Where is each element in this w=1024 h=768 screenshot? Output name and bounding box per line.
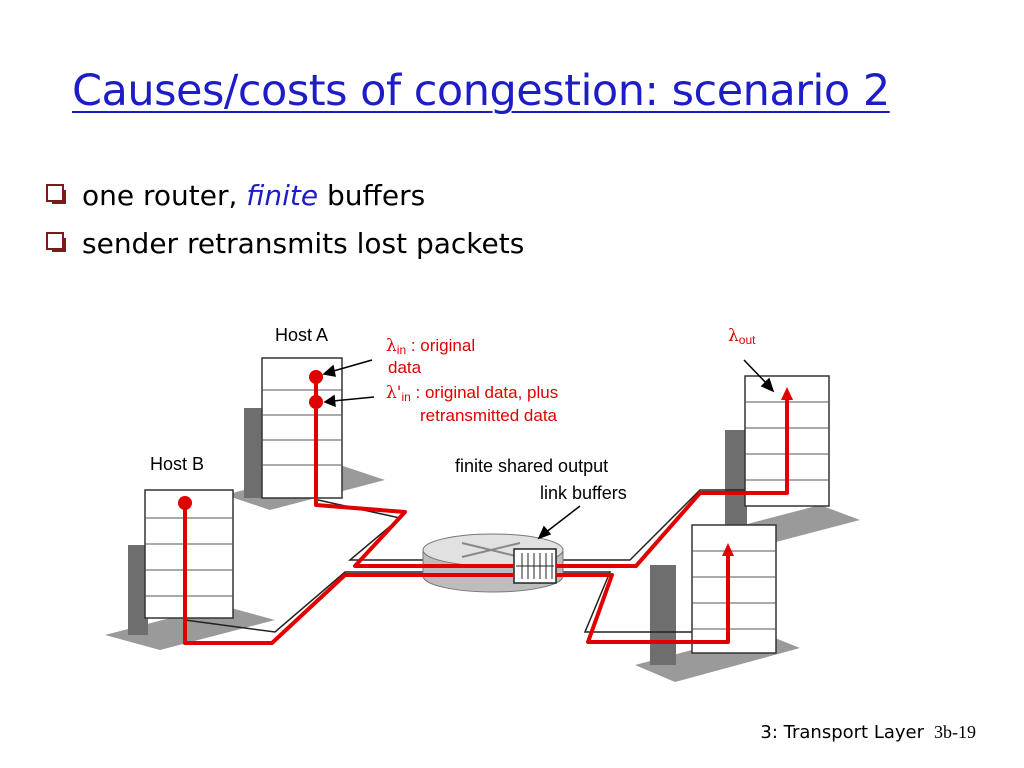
bullet-emphasis: finite (246, 179, 319, 212)
footer-page-number: 3b-19 (934, 722, 976, 742)
buffer-label-line1: finite shared output (455, 456, 609, 476)
footer: 3: Transport Layer 3b-19 (760, 722, 976, 743)
host-a-label: Host A (275, 325, 329, 345)
bullet-text-after: buffers (318, 179, 426, 212)
checkbox-bullet-icon (46, 184, 66, 204)
bullet-text: sender retransmits lost packets (82, 227, 525, 260)
lambda-prime-symbol: λ' (386, 383, 402, 403)
arrowhead-icon (781, 387, 793, 400)
receiver-computer-bottom (635, 524, 800, 682)
footer-chapter: 3: Transport Layer (760, 722, 924, 743)
output-buffer (513, 548, 557, 584)
lambda-prime-sub: in (401, 390, 411, 404)
lambda-out-sub: out (738, 333, 756, 347)
host-b-label: Host B (150, 454, 205, 474)
lambda-in-text-line2: data (388, 358, 422, 377)
checkbox-bullet-icon (46, 232, 66, 252)
bullet-list: one router, finite buffers sender retran… (46, 174, 524, 270)
bullet-text-before: one router, (82, 179, 247, 212)
annotation-arrows (322, 359, 775, 540)
bullet-item-2: sender retransmits lost packets (46, 222, 524, 270)
bullet-item-1: one router, finite buffers (46, 174, 524, 222)
lambda-in-label: λin : original (386, 336, 475, 357)
lambda-in-prime-text: : original data, plus (410, 383, 559, 402)
buffer-label-line2: link buffers (540, 483, 627, 503)
lambda-symbol: λ (386, 336, 397, 356)
page-title: Causes/costs of congestion: scenario 2 (72, 66, 890, 116)
host-b-computer (105, 489, 275, 650)
lambda-out-label: λout (728, 326, 755, 347)
receiver-computer-top (705, 375, 860, 550)
sender-a-dot-1 (309, 370, 323, 384)
lambda-in-prime-text-line2: retransmitted data (420, 406, 558, 425)
lambda-in-text: : original (406, 336, 476, 355)
lambda-out-symbol: λ (728, 326, 739, 346)
host-a-computer (225, 357, 385, 510)
lambda-sub: in (396, 343, 407, 357)
sender-a-dot-2 (309, 395, 323, 409)
sender-b-dot (178, 496, 192, 510)
lambda-in-prime-label: λ'in : original data, plus (386, 383, 558, 404)
traffic-flow (183, 377, 789, 645)
arrowhead-icon (722, 543, 734, 556)
